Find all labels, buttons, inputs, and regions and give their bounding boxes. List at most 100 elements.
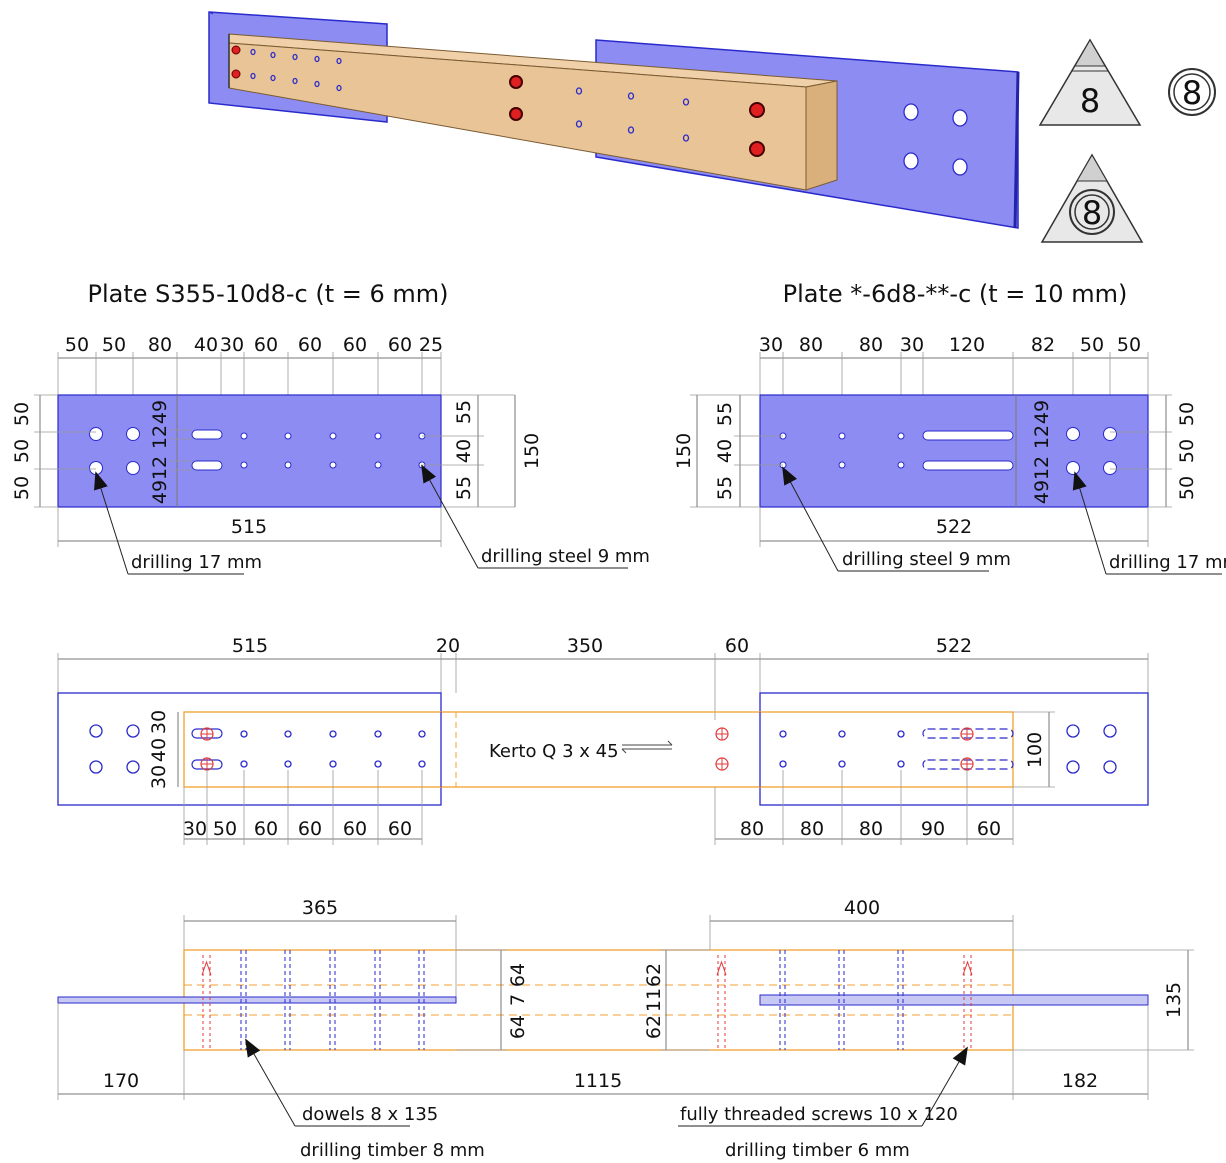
svg-text:55: 55 — [714, 476, 736, 500]
svg-text:350: 350 — [567, 635, 603, 657]
triangle-symbol-bottom: 8 — [1040, 153, 1144, 243]
svg-text:515: 515 — [232, 635, 268, 657]
svg-text:12: 12 — [1031, 456, 1053, 480]
circle-symbol: 8 — [1168, 68, 1216, 116]
svg-text:12: 12 — [149, 425, 171, 449]
svg-text:40: 40 — [453, 439, 475, 463]
svg-text:12: 12 — [149, 456, 171, 480]
svg-text:522: 522 — [936, 516, 972, 538]
svg-text:8: 8 — [1080, 82, 1100, 120]
svg-text:30: 30 — [220, 334, 244, 356]
svg-text:80: 80 — [740, 818, 764, 840]
svg-text:55: 55 — [714, 402, 736, 426]
svg-text:182: 182 — [1062, 1070, 1098, 1092]
svg-text:400: 400 — [844, 897, 880, 919]
svg-text:515: 515 — [231, 516, 267, 538]
svg-text:49: 49 — [149, 400, 171, 424]
svg-text:50: 50 — [11, 476, 33, 500]
svg-text:80: 80 — [859, 818, 883, 840]
triangle-symbol-top: 8 — [1038, 38, 1142, 126]
section-dowels — [240, 950, 904, 1050]
svg-text:62: 62 — [643, 963, 665, 987]
svg-text:50: 50 — [11, 439, 33, 463]
svg-text:120: 120 — [949, 334, 985, 356]
svg-text:50: 50 — [1176, 476, 1198, 500]
svg-text:50: 50 — [213, 818, 237, 840]
svg-text:170: 170 — [103, 1070, 139, 1092]
svg-text:30: 30 — [148, 765, 170, 789]
plan-timber — [183, 711, 1014, 788]
svg-text:80: 80 — [859, 334, 883, 356]
grain-direction-icon — [621, 740, 673, 754]
svg-text:62: 62 — [643, 1015, 665, 1039]
svg-text:30: 30 — [900, 334, 924, 356]
svg-text:80: 80 — [148, 334, 172, 356]
svg-text:50: 50 — [65, 334, 89, 356]
callout-dowels: dowels 8 x 135 — [302, 1104, 438, 1125]
plan-holes — [89, 724, 1117, 774]
svg-text:8: 8 — [1082, 194, 1102, 232]
section-screws — [201, 955, 973, 1050]
svg-text:150: 150 — [521, 433, 543, 469]
svg-text:80: 80 — [799, 334, 823, 356]
svg-text:49: 49 — [1031, 480, 1053, 504]
plate-left-title: Plate S355-10d8-c (t = 6 mm) — [87, 280, 448, 308]
svg-text:50: 50 — [1176, 439, 1198, 463]
svg-text:60: 60 — [725, 635, 749, 657]
timber-beam-end — [805, 80, 838, 191]
svg-text:30: 30 — [759, 334, 783, 356]
svg-text:20: 20 — [436, 635, 460, 657]
svg-text:55: 55 — [453, 400, 475, 424]
svg-text:64: 64 — [507, 963, 529, 987]
svg-text:49: 49 — [149, 480, 171, 504]
section-plate-left — [57, 996, 457, 1004]
svg-text:1115: 1115 — [574, 1070, 622, 1092]
fastener-symbols: 8 8 8 — [1038, 38, 1216, 243]
svg-text:7: 7 — [507, 994, 529, 1006]
svg-text:365: 365 — [302, 897, 338, 919]
svg-text:60: 60 — [298, 818, 322, 840]
isometric-view — [208, 11, 1020, 229]
svg-text:55: 55 — [453, 476, 475, 500]
svg-text:49: 49 — [1031, 400, 1053, 424]
steel-holes-3d — [250, 48, 968, 176]
svg-text:60: 60 — [254, 334, 278, 356]
svg-text:60: 60 — [977, 818, 1001, 840]
plan-plate-right — [759, 692, 1149, 806]
plate-left-body — [57, 394, 442, 508]
svg-text:50: 50 — [1176, 402, 1198, 426]
callout-screws: fully threaded screws 10 x 120 — [680, 1104, 958, 1125]
callout-drilling-steel-right: drilling steel 9 mm — [842, 549, 1011, 570]
plate-right-body — [759, 394, 1149, 508]
svg-text:50: 50 — [1080, 334, 1104, 356]
svg-text:82: 82 — [1031, 334, 1055, 356]
plate-left-top-dims: 50 50 80 40 30 60 60 60 60 25 — [65, 334, 443, 356]
svg-text:60: 60 — [343, 334, 367, 356]
svg-text:60: 60 — [388, 818, 412, 840]
plate-right-drawing: Plate *-6d8-**-c (t = 10 mm) 30 80 80 30… — [673, 280, 1226, 575]
section-view: 365 400 64 7 64 — [57, 897, 1194, 1161]
plate-right-title: Plate *-6d8-**-c (t = 10 mm) — [783, 280, 1128, 308]
plan-view: 515 20 350 60 522 — [57, 635, 1149, 845]
svg-text:30: 30 — [148, 710, 170, 734]
svg-text:40: 40 — [148, 738, 170, 762]
section-plate-right — [759, 994, 1149, 1006]
svg-text:60: 60 — [298, 334, 322, 356]
callout-drilling-steel-left: drilling steel 9 mm — [481, 546, 650, 567]
svg-text:12: 12 — [1031, 425, 1053, 449]
plan-plate-left — [57, 692, 442, 806]
callout-drilling-timber-8: drilling timber 8 mm — [300, 1140, 485, 1161]
svg-text:80: 80 — [800, 818, 824, 840]
svg-text:40: 40 — [714, 439, 736, 463]
plate-left-drawing: Plate S355-10d8-c (t = 6 mm) 50 50 80 40… — [11, 280, 650, 575]
svg-text:30: 30 — [183, 818, 207, 840]
plate-right-top-dims: 30 80 80 30 120 82 50 50 — [759, 334, 1141, 356]
callout-drilling-17-right: drilling 17 mm — [1109, 552, 1226, 573]
svg-text:60: 60 — [388, 334, 412, 356]
svg-text:50: 50 — [11, 402, 33, 426]
svg-text:40: 40 — [194, 334, 218, 356]
svg-text:150: 150 — [673, 433, 695, 469]
plan-material-label: Kerto Q 3 x 45 — [489, 741, 619, 762]
svg-text:50: 50 — [102, 334, 126, 356]
dowel-heads-3d — [231, 45, 765, 157]
